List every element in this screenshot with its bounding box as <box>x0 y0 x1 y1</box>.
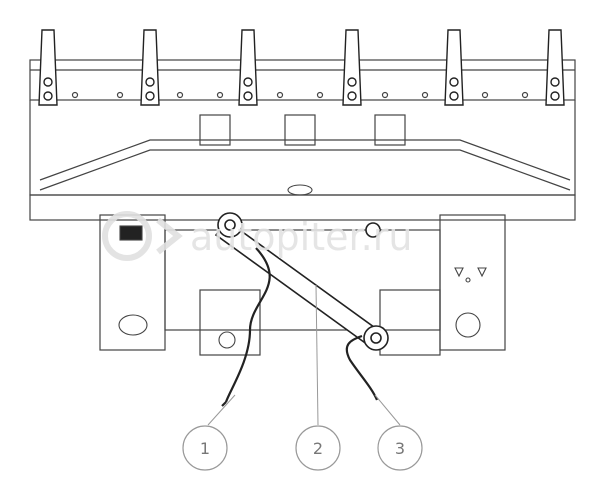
watermark: autopiter.ru <box>102 211 412 261</box>
frame-assembly <box>29 59 576 356</box>
callout-3: 3 <box>377 425 423 471</box>
callout-3-label: 3 <box>395 439 405 458</box>
callout-1-label: 1 <box>200 439 210 458</box>
watermark-text: autopiter.ru <box>190 215 412 259</box>
hose-right <box>345 334 379 401</box>
callout-2: 2 <box>295 425 341 471</box>
hose-left <box>224 247 271 403</box>
hydraulic-cylinder <box>214 212 389 351</box>
callout-1: 1 <box>182 425 228 471</box>
callout-2-label: 2 <box>313 439 323 458</box>
tines <box>38 29 565 106</box>
